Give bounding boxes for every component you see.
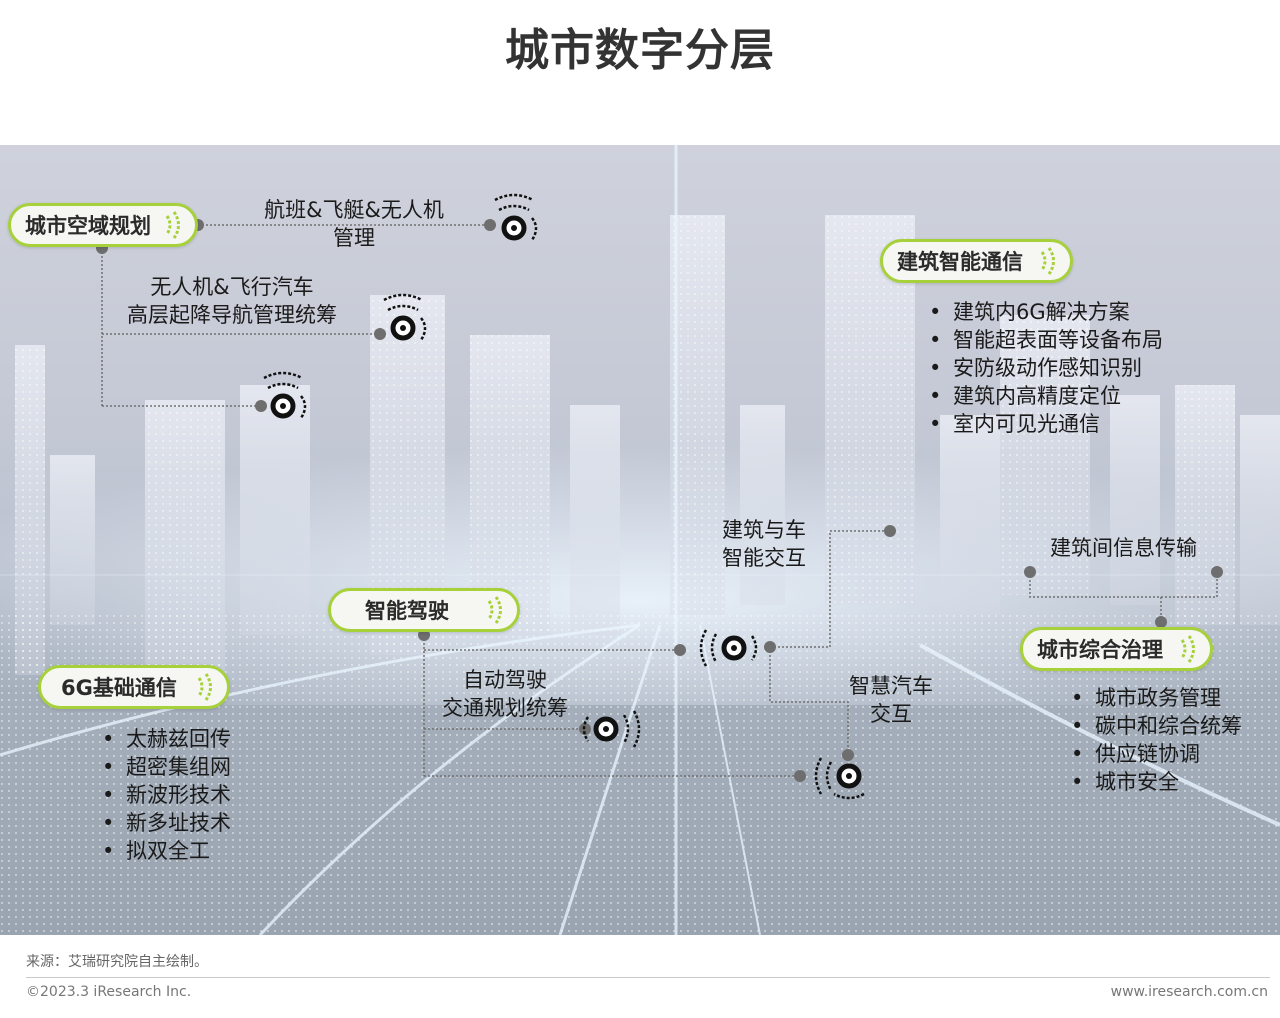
list-item: 室内可见光通信 bbox=[926, 410, 1163, 438]
category-label: 6G基础通信 bbox=[61, 676, 177, 700]
category-airspace-planning: 城市空域规划 bbox=[8, 203, 198, 247]
node-dot bbox=[418, 629, 430, 641]
node-dot bbox=[884, 525, 896, 537]
node-dot bbox=[255, 400, 267, 412]
node-dot bbox=[1155, 616, 1167, 628]
wireless-signal-icon bbox=[699, 629, 758, 667]
annotation-flight-management: 航班&飞艇&无人机 管理 bbox=[244, 196, 464, 252]
node-dot bbox=[794, 770, 806, 782]
source-note: 来源：艾瑞研究院自主绘制。 bbox=[26, 954, 208, 970]
list-item: 供应链协调 bbox=[1068, 740, 1242, 768]
node-dot bbox=[374, 328, 386, 340]
annotation-line: 高层起降导航管理统筹 bbox=[127, 303, 337, 327]
annotation-line: 交互 bbox=[870, 702, 912, 726]
category-smart-driving: 智能驾驶 bbox=[328, 588, 520, 632]
urban-governance-list: 城市政务管理 碳中和综合统筹 供应链协调 城市安全 bbox=[1068, 684, 1242, 796]
connector-smart-car bbox=[769, 647, 849, 755]
list-item: 拟双全工 bbox=[99, 837, 231, 865]
annotation-line: 建筑与车 bbox=[722, 518, 806, 542]
list-item: 新多址技术 bbox=[99, 809, 231, 837]
node-dot bbox=[842, 749, 854, 761]
annotation-line: 航班&飞艇&无人机 bbox=[264, 198, 444, 222]
wireless-signal-icon bbox=[494, 193, 538, 241]
annotation-line: 自动驾驶 bbox=[463, 668, 547, 692]
page-title: 城市数字分层 bbox=[505, 25, 775, 76]
annotation-building-vehicle: 建筑与车 智能交互 bbox=[708, 516, 820, 572]
signal-arcs-icon bbox=[487, 596, 502, 624]
annotation-inter-building: 建筑间信息传输 bbox=[1050, 536, 1197, 560]
wireless-signal-icon bbox=[582, 710, 641, 748]
node-dot bbox=[674, 644, 686, 656]
list-item: 城市安全 bbox=[1068, 768, 1242, 796]
list-item: 新波形技术 bbox=[99, 781, 231, 809]
category-label: 城市综合治理 bbox=[1037, 638, 1163, 662]
website-url: www.iresearch.com.cn bbox=[1110, 984, 1268, 1000]
wireless-signal-icon bbox=[383, 293, 427, 341]
list-item: 建筑内6G解决方案 bbox=[926, 298, 1163, 326]
annotation-line: 管理 bbox=[333, 226, 375, 250]
building-communication-list: 建筑内6G解决方案 智能超表面等设备布局 安防级动作感知识别 建筑内高精度定位 … bbox=[926, 298, 1163, 438]
annotation-line: 智慧汽车 bbox=[849, 674, 933, 698]
signal-arcs-icon bbox=[1040, 247, 1055, 275]
list-item: 太赫兹回传 bbox=[99, 725, 231, 753]
connector-layer bbox=[96, 193, 1223, 800]
annotation-line: 交通规划统筹 bbox=[442, 696, 568, 720]
connector-building-vehicle bbox=[770, 530, 890, 648]
category-label: 智能驾驶 bbox=[365, 599, 449, 623]
signal-arcs-icon bbox=[1180, 635, 1195, 663]
node-dot bbox=[1211, 566, 1223, 578]
signal-arcs-icon bbox=[165, 211, 180, 239]
copyright: ©2023.3 iResearch Inc. bbox=[26, 984, 192, 1000]
list-item: 城市政务管理 bbox=[1068, 684, 1242, 712]
annotation-line: 智能交互 bbox=[722, 546, 806, 570]
signal-arcs-icon bbox=[197, 673, 212, 701]
annotation-smart-car: 智慧汽车 交互 bbox=[832, 672, 950, 728]
category-label: 建筑智能通信 bbox=[897, 250, 1023, 274]
node-dot bbox=[484, 219, 496, 231]
category-building-communication: 建筑智能通信 bbox=[880, 239, 1073, 283]
annotation-auto-driving: 自动驾驶 交通规划统筹 bbox=[430, 666, 580, 722]
list-item: 超密集组网 bbox=[99, 753, 231, 781]
list-item: 碳中和综合统筹 bbox=[1068, 712, 1242, 740]
category-label: 城市空域规划 bbox=[25, 214, 151, 238]
footer-divider bbox=[26, 977, 1270, 978]
node-dot bbox=[764, 641, 776, 653]
list-item: 智能超表面等设备布局 bbox=[926, 326, 1163, 354]
city-scene: 城市空域规划 建筑智能通信 智能驾驶 6G基础通信 城市综合治理 bbox=[0, 145, 1280, 935]
wireless-signal-icon bbox=[263, 371, 307, 419]
annotation-line: 无人机&飞行汽车 bbox=[150, 275, 314, 299]
list-item: 建筑内高精度定位 bbox=[926, 382, 1163, 410]
category-urban-governance: 城市综合治理 bbox=[1020, 627, 1213, 671]
node-dot bbox=[1024, 566, 1036, 578]
list-item: 安防级动作感知识别 bbox=[926, 354, 1163, 382]
annotation-drone-takeoff: 无人机&飞行汽车 高层起降导航管理统筹 bbox=[108, 273, 356, 329]
category-6g-base-communication: 6G基础通信 bbox=[38, 665, 230, 709]
6g-base-communication-list: 太赫兹回传 超密集组网 新波形技术 新多址技术 拟双全工 bbox=[99, 725, 231, 865]
connector-inter-building bbox=[1029, 572, 1218, 598]
wireless-signal-icon bbox=[814, 757, 865, 800]
